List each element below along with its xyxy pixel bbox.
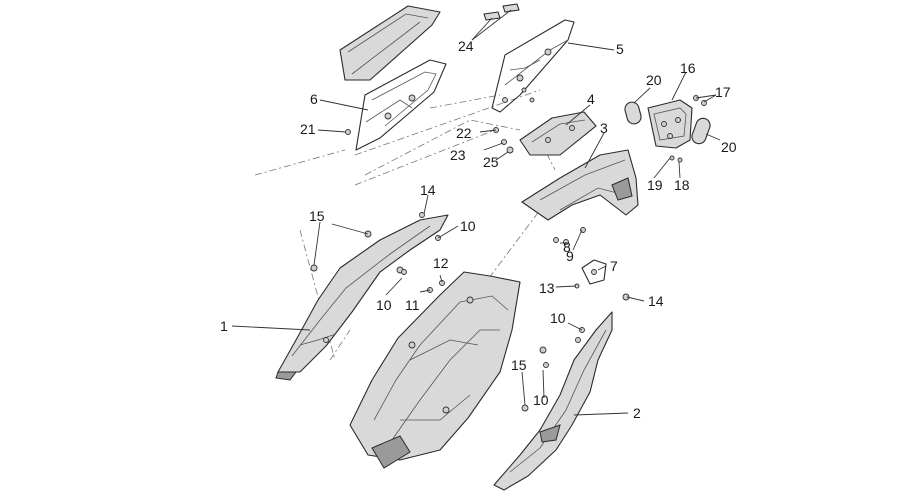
callout-25: 25 [483,154,499,170]
callout-20-right: 20 [721,139,737,155]
callout-1: 1 [220,318,228,334]
part-3-rear-mudguard [521,149,639,221]
part-5-right-side-panel [491,19,575,113]
callout-15-bottom: 15 [511,357,527,373]
callout-3: 3 [600,120,608,136]
callout-12: 12 [433,255,449,271]
callout-23: 23 [450,147,466,163]
callout-24: 24 [458,38,474,54]
subframe-tray [349,271,521,469]
callout-6: 6 [310,91,318,107]
part-2-right-frame-rail [493,311,613,491]
callout-10-top: 10 [460,218,476,234]
callout-2: 2 [633,405,641,421]
part-4-bracket-plate [519,111,597,156]
callout-18: 18 [674,177,690,193]
callout-19: 19 [647,177,663,193]
callout-10-bottom: 10 [533,392,549,408]
callout-labels: 1 2 3 4 5 6 7 8 9 10 10 10 10 11 12 13 1… [220,38,737,421]
callout-11: 11 [405,297,420,313]
callout-5: 5 [616,41,624,57]
part-7-small-bracket [581,259,607,285]
callout-10-right: 10 [550,310,566,326]
callout-9: 9 [566,248,574,264]
part-6-left-side-panel [339,5,447,151]
part-1-left-frame-rail [275,214,449,381]
callout-14-right: 14 [648,293,664,309]
part-24-decals [483,3,520,21]
callout-8: 8 [563,239,571,255]
part-16-plate-holder [647,99,693,149]
callout-16: 16 [680,60,696,76]
callout-10-left: 10 [376,297,392,313]
part-20-reflectors [624,101,711,145]
callout-17: 17 [715,84,731,100]
callout-15-left: 15 [309,208,325,224]
callout-22: 22 [456,125,472,141]
callout-4: 4 [587,91,595,107]
callout-20-top: 20 [646,72,662,88]
callout-14-top: 14 [420,182,436,198]
leader-lines [231,9,721,416]
callout-7: 7 [610,258,618,274]
callout-21: 21 [300,121,316,137]
callout-13: 13 [539,280,555,296]
